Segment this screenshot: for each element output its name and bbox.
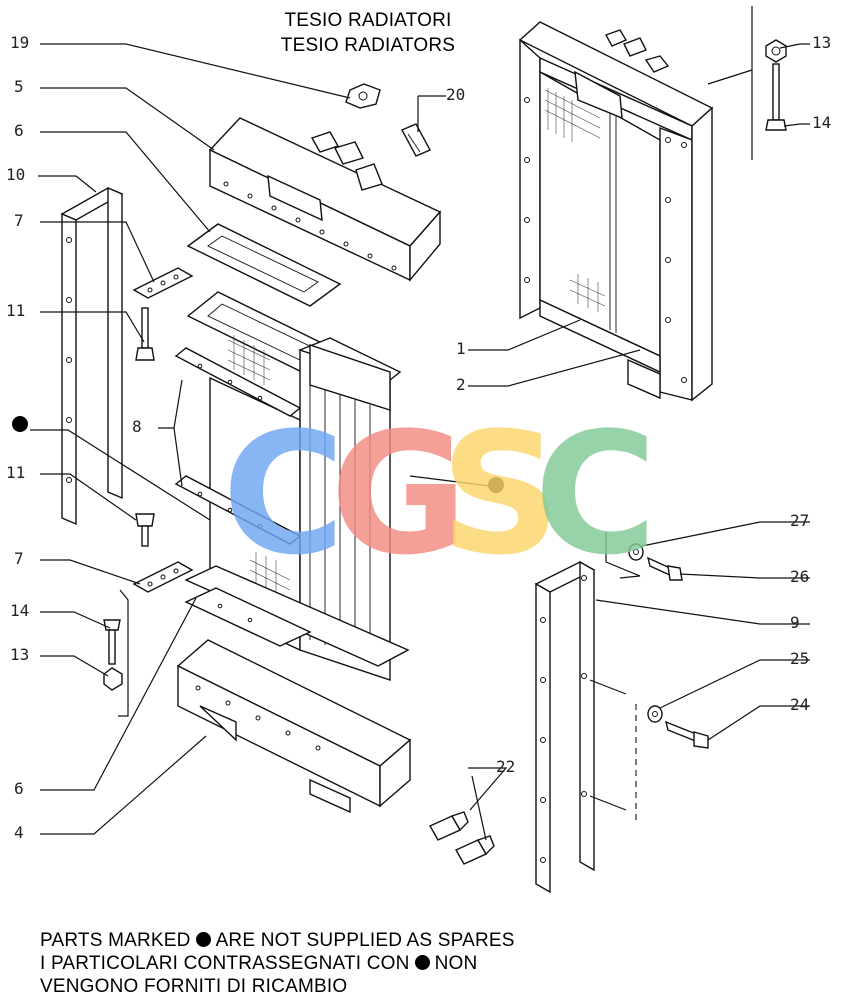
gasket-6-upper bbox=[186, 223, 342, 307]
bolt-24 bbox=[664, 720, 709, 749]
note-line-2-before: I PARTICOLARI CONTRASSEGNATI CON bbox=[40, 953, 410, 974]
not-supplied-marker-center bbox=[488, 477, 504, 493]
label-14-top: 14 bbox=[812, 113, 831, 132]
label-26: 26 bbox=[790, 567, 809, 586]
not-supplied-marker-left bbox=[12, 416, 28, 432]
watermark-letter-s: S bbox=[440, 396, 561, 592]
label-10: 10 bbox=[6, 165, 25, 184]
side-support-10 bbox=[60, 186, 124, 526]
label-24: 24 bbox=[790, 695, 809, 714]
part-number-labels: 19 5 6 10 7 11 8 11 7 14 13 6 4 20 1 2 2… bbox=[6, 33, 831, 842]
label-7-lower: 7 bbox=[14, 549, 24, 568]
label-14-lower: 14 bbox=[10, 601, 29, 620]
note-line-3: VENGONO FORNITI DI RICAMBIO bbox=[40, 976, 348, 997]
label-13-lower: 13 bbox=[10, 645, 29, 664]
label-1: 1 bbox=[456, 339, 466, 358]
bullet-icon bbox=[414, 955, 430, 970]
note-line-2: I PARTICOLARI CONTRASSEGNATI CON NON bbox=[40, 953, 477, 975]
label-13-top: 13 bbox=[812, 33, 831, 52]
label-8: 8 bbox=[132, 417, 142, 436]
watermark-letter-c1: C bbox=[222, 396, 345, 592]
washer-27 bbox=[628, 543, 644, 561]
plate-7-upper bbox=[132, 267, 194, 299]
label-5: 5 bbox=[14, 77, 24, 96]
plate-7-lower bbox=[132, 561, 194, 593]
fitting-22-left bbox=[429, 811, 469, 841]
label-20: 20 bbox=[446, 85, 465, 104]
label-2: 2 bbox=[456, 375, 466, 394]
bolt-11-upper bbox=[135, 307, 155, 361]
diagram-title-line-2: TESIO RADIATORS bbox=[280, 35, 456, 56]
watermark-letter-g: G bbox=[330, 396, 468, 592]
assembled-radiator bbox=[518, 21, 714, 402]
label-11-lower: 11 bbox=[6, 463, 25, 482]
bolt-26 bbox=[646, 556, 683, 581]
leader-lines bbox=[30, 43, 810, 841]
label-19: 19 bbox=[10, 33, 29, 52]
label-6-upper: 6 bbox=[14, 121, 24, 140]
label-4: 4 bbox=[14, 823, 24, 842]
label-22: 22 bbox=[496, 757, 515, 776]
clip-20 bbox=[401, 123, 431, 157]
nut-13-lower bbox=[103, 667, 123, 691]
gasket-6-lower bbox=[184, 587, 312, 647]
bottom-tank bbox=[176, 639, 412, 814]
assembled-core-hatch bbox=[544, 88, 606, 312]
side-support-9 bbox=[534, 560, 596, 894]
washer-25 bbox=[647, 705, 663, 723]
label-6-lower: 6 bbox=[14, 779, 24, 798]
bolt-11-lower bbox=[135, 513, 155, 547]
label-11-upper: 11 bbox=[6, 301, 25, 320]
watermark: C G S C bbox=[222, 396, 657, 592]
note-line-1-after: ARE NOT SUPPLIED AS SPARES bbox=[215, 930, 515, 951]
note-line-1-before: PARTS MARKED bbox=[40, 930, 191, 951]
bar-8-upper bbox=[174, 347, 302, 417]
fitting-22-right bbox=[455, 835, 495, 865]
filler-cap-19 bbox=[345, 83, 381, 109]
note-line-1: PARTS MARKED ARE NOT SUPPLIED AS SPARES bbox=[40, 930, 515, 952]
watermark-letter-c2: C bbox=[534, 396, 657, 592]
bar-8-lower bbox=[174, 475, 302, 545]
label-7-upper: 7 bbox=[14, 211, 24, 230]
note-line-2-after: NON bbox=[434, 953, 478, 974]
diagram-title-line-1: TESIO RADIATORI bbox=[284, 10, 452, 31]
core-bottom-plate bbox=[184, 565, 410, 667]
bolt-14-top bbox=[765, 63, 787, 131]
bullet-icon bbox=[195, 932, 211, 947]
label-25: 25 bbox=[790, 649, 809, 668]
label-27: 27 bbox=[790, 511, 809, 530]
top-tank bbox=[208, 117, 442, 282]
nut-13-top bbox=[765, 39, 787, 63]
label-9: 9 bbox=[790, 613, 800, 632]
